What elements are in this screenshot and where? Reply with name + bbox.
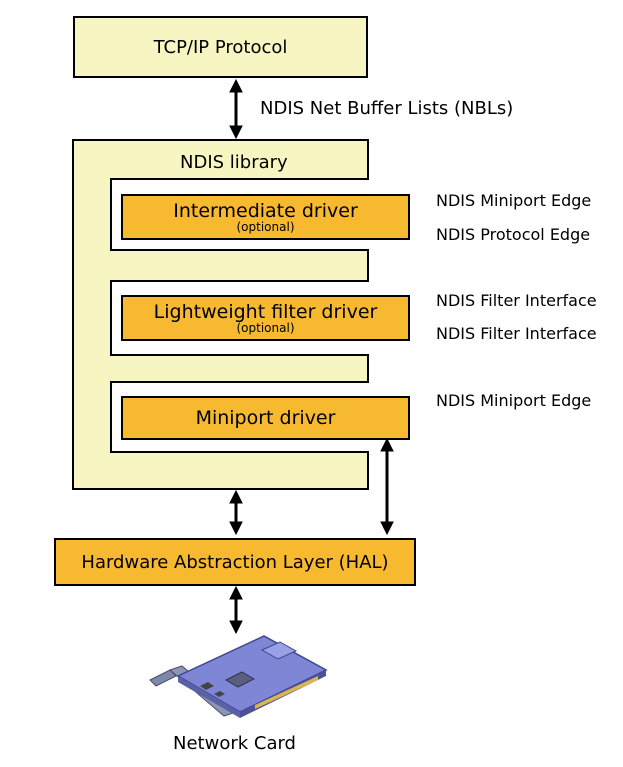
ndis-library-shape (72, 139, 369, 490)
edge-label-filter-2: NDIS Filter Interface (436, 324, 597, 343)
intermediate-driver-optional: (optional) (236, 220, 295, 234)
lightweight-filter-driver-optional: (optional) (236, 321, 295, 335)
edge-label-miniport-1: NDIS Miniport Edge (436, 191, 592, 210)
miniport-driver-label: Miniport driver (195, 407, 336, 429)
network-card-label: Network Card (173, 733, 296, 754)
hal-label: Hardware Abstraction Layer (HAL) (81, 551, 389, 573)
tcpip-protocol-label: TCP/IP Protocol (153, 36, 288, 58)
intermediate-driver-label: Intermediate driver (173, 200, 358, 222)
hal-box: Hardware Abstraction Layer (HAL) (54, 538, 416, 586)
network-card-icon (149, 635, 328, 718)
arrow-nbl (229, 78, 243, 140)
edge-label-filter-1: NDIS Filter Interface (436, 291, 597, 310)
lightweight-filter-driver-box: Lightweight filter driver (optional) (121, 295, 410, 341)
arrow-miniport-hal (380, 437, 394, 536)
edge-label-protocol: NDIS Protocol Edge (436, 225, 591, 244)
arrow-hal-card (229, 585, 243, 635)
nbl-label: NDIS Net Buffer Lists (NBLs) (260, 98, 514, 119)
ndis-library-label: NDIS library (180, 152, 288, 173)
tcpip-protocol-box: TCP/IP Protocol (73, 16, 368, 78)
miniport-driver-box: Miniport driver (121, 396, 410, 440)
edge-label-miniport-2: NDIS Miniport Edge (436, 391, 592, 410)
lightweight-filter-driver-label: Lightweight filter driver (153, 301, 378, 323)
arrow-ndis-hal (229, 489, 243, 536)
intermediate-driver-box: Intermediate driver (optional) (121, 194, 410, 240)
